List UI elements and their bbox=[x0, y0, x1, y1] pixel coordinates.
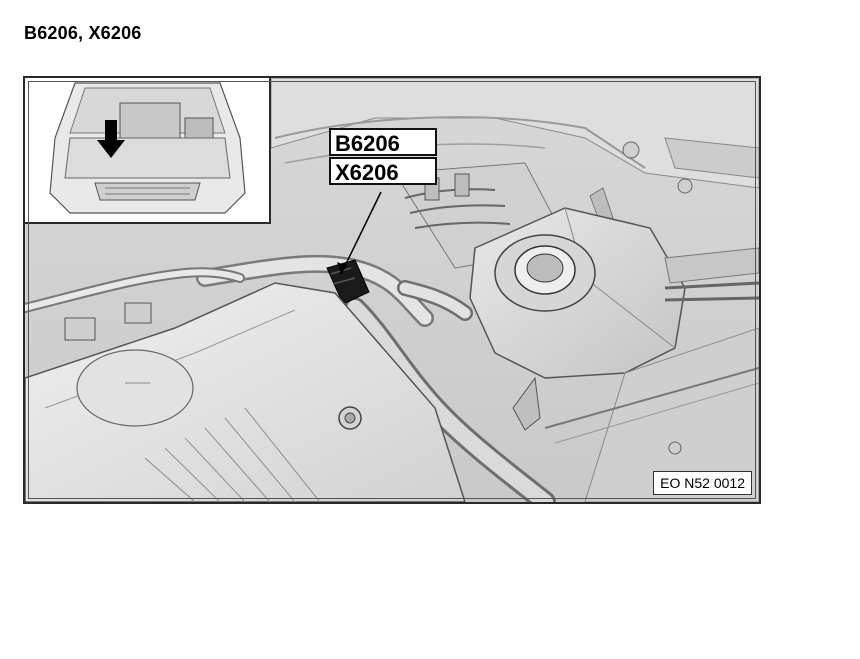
engine-bay-figure: B6206 X6206 EO N52 0012 bbox=[23, 76, 761, 504]
car-overview-icon bbox=[25, 78, 269, 222]
location-inset bbox=[25, 78, 271, 224]
callout-label-x6206: X6206 bbox=[329, 157, 437, 185]
locator-arrow-icon bbox=[97, 120, 125, 158]
component-callout: B6206 X6206 bbox=[329, 128, 437, 185]
figure-reference-code: EO N52 0012 bbox=[653, 471, 752, 495]
page-title: B6206, X6206 bbox=[24, 23, 142, 43]
callout-label-b6206: B6206 bbox=[329, 128, 437, 156]
